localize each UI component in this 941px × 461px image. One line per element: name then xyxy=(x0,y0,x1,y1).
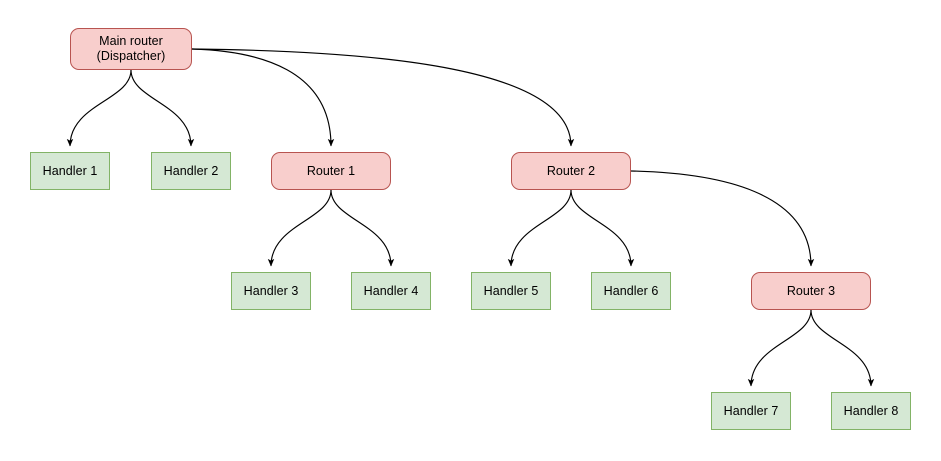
edge-router-2-to-router-3 xyxy=(630,170,815,267)
node-router-2-label: Router 2 xyxy=(546,163,596,178)
node-handler-4-label: Handler 4 xyxy=(363,283,419,298)
node-handler-1[interactable]: Handler 1 xyxy=(30,152,110,190)
node-handler-3-label: Handler 3 xyxy=(243,283,299,298)
node-router-1[interactable]: Router 1 xyxy=(271,152,391,190)
node-router-2[interactable]: Router 2 xyxy=(511,152,631,190)
edge-router-3-to-handler-7 xyxy=(747,309,812,387)
edge-main-router-to-handler-1 xyxy=(66,69,132,147)
node-handler-2[interactable]: Handler 2 xyxy=(151,152,231,190)
edge-router-1-to-handler-3 xyxy=(267,189,332,267)
edge-main-router-to-router-1 xyxy=(191,48,335,147)
edge-router-2-to-handler-6 xyxy=(570,189,635,267)
node-main-router[interactable]: Main router (Dispatcher) xyxy=(70,28,192,70)
edge-main-router-to-handler-2 xyxy=(130,69,195,147)
node-handler-6[interactable]: Handler 6 xyxy=(591,272,671,310)
node-router-3-label: Router 3 xyxy=(786,283,836,298)
edge-router-1-to-handler-4 xyxy=(330,189,395,267)
edge-router-2-to-handler-5 xyxy=(507,189,572,267)
node-handler-4[interactable]: Handler 4 xyxy=(351,272,431,310)
node-router-3[interactable]: Router 3 xyxy=(751,272,871,310)
node-main-router-label: Main router (Dispatcher) xyxy=(96,34,166,63)
node-handler-2-label: Handler 2 xyxy=(163,163,219,178)
node-handler-5-label: Handler 5 xyxy=(483,283,539,298)
node-router-1-label: Router 1 xyxy=(306,163,356,178)
node-handler-7-label: Handler 7 xyxy=(723,403,779,418)
node-handler-7[interactable]: Handler 7 xyxy=(711,392,791,430)
node-handler-5[interactable]: Handler 5 xyxy=(471,272,551,310)
edge-main-router-to-router-2 xyxy=(191,48,575,147)
node-handler-6-label: Handler 6 xyxy=(603,283,659,298)
node-handler-8[interactable]: Handler 8 xyxy=(831,392,911,430)
node-handler-1-label: Handler 1 xyxy=(42,163,98,178)
edge-router-3-to-handler-8 xyxy=(810,309,875,387)
node-handler-3[interactable]: Handler 3 xyxy=(231,272,311,310)
node-handler-8-label: Handler 8 xyxy=(843,403,899,418)
